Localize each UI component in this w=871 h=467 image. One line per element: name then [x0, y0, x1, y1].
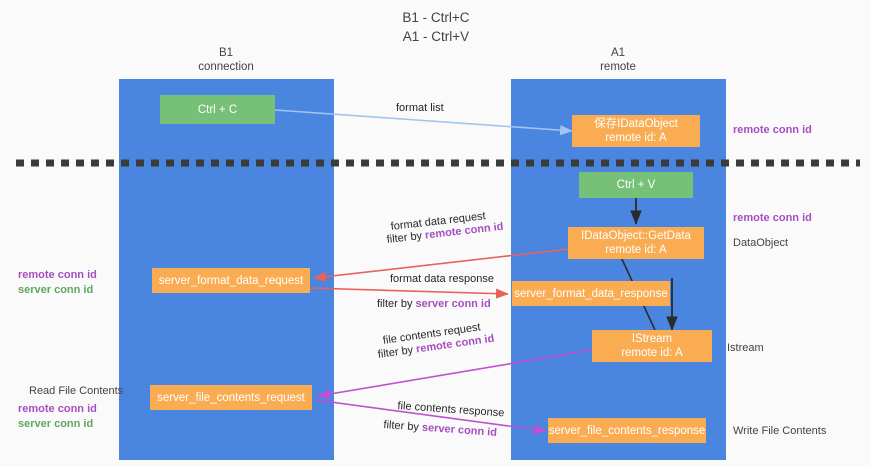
node-istream[interactable]: IStream remote id: A — [592, 330, 712, 362]
left-label-server-conn-id: server conn id — [18, 417, 94, 430]
edge-label-file-contents-response: file contents response — [397, 399, 505, 420]
filter-prefix: filter by — [377, 343, 417, 361]
diagram-title: B1 - Ctrl+C A1 - Ctrl+V — [402, 10, 470, 44]
node-server-file-contents-response[interactable]: server_file_contents_response — [548, 418, 706, 443]
left-label-server-conn-id: server conn id — [18, 283, 94, 296]
left-label-remote-conn-id: remote conn id — [18, 269, 97, 281]
left-label-conn-ids-mid: remote conn id server conn id — [18, 268, 97, 297]
filter-prefix: filter by — [383, 418, 423, 434]
right-label-remote-conn-id-top: remote conn id — [733, 124, 812, 136]
edge-label-file-contents-response-text: file contents response — [397, 399, 505, 420]
edge-label-format-data-response: format data response — [390, 273, 494, 285]
node-ctrl-v[interactable]: Ctrl + V — [579, 172, 693, 198]
right-label-istream: Istream — [727, 342, 764, 354]
edge-label-format-data-response-filter: filter by server conn id — [377, 297, 491, 311]
left-label-conn-ids-bottom: remote conn id server conn id — [18, 402, 97, 431]
node-idataobject-getdata[interactable]: IDataObject::GetData remote id: A — [568, 227, 704, 259]
right-label-remote-conn-id-mid: remote conn id — [733, 212, 812, 224]
right-label-write-file-contents: Write File Contents — [733, 425, 827, 437]
filter-prefix: filter by — [377, 298, 416, 310]
lane-title-b1: B1 connection — [198, 47, 254, 73]
node-server-file-contents-request[interactable]: server_file_contents_request — [150, 385, 312, 410]
node-server-format-data-request[interactable]: server_format_data_request — [152, 268, 310, 293]
filter-prefix: filter by — [386, 229, 426, 246]
edge-format-data-response — [309, 287, 509, 299]
left-label-read-file-contents: Read File Contents — [29, 385, 124, 397]
filter-value-server-conn-id: server conn id — [415, 298, 491, 310]
edge-label-file-contents-response-filter: filter by server conn id — [383, 418, 497, 440]
left-label-remote-conn-id: remote conn id — [18, 403, 97, 415]
node-save-idataobject[interactable]: 保存IDataObject remote id: A — [572, 115, 700, 147]
filter-value-server-conn-id: server conn id — [421, 421, 498, 439]
lane-title-a1: A1 remote — [600, 47, 636, 73]
right-label-dataobject: DataObject — [733, 237, 789, 249]
node-ctrl-c[interactable]: Ctrl + C — [160, 95, 275, 124]
edge-label-format-list: format list — [396, 102, 444, 114]
node-server-format-data-response[interactable]: server_format_data_response — [512, 281, 670, 306]
